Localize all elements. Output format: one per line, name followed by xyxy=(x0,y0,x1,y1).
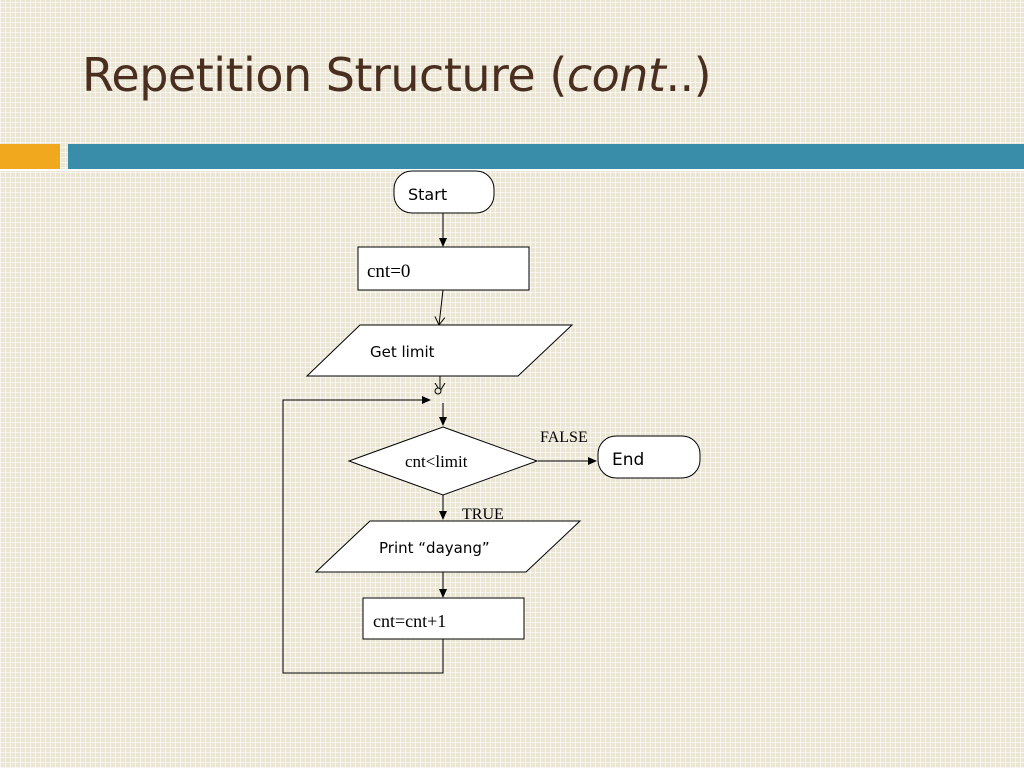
end-terminal xyxy=(597,435,701,479)
start-terminal xyxy=(393,170,495,214)
connectors xyxy=(282,213,597,674)
arrow-init-to-input xyxy=(434,289,446,326)
increment-label: cnt=cnt+1 xyxy=(373,611,446,631)
title-italic: cont xyxy=(566,48,666,102)
accent-bar-orange xyxy=(0,144,60,169)
increment-process xyxy=(362,597,525,640)
end-label: End xyxy=(612,450,644,470)
decision-diamond xyxy=(347,426,539,496)
accent-bar-teal xyxy=(68,144,1024,169)
accent-bar-divider xyxy=(0,169,1024,171)
input-parallelogram xyxy=(305,324,574,377)
title-end: ..) xyxy=(665,48,712,102)
junction-connector xyxy=(434,387,442,395)
title-main: Repetition Structure ( xyxy=(82,48,567,102)
input-label: Get limit xyxy=(370,343,435,361)
output-label: Print “dayang” xyxy=(379,539,490,557)
slide-title: Repetition Structure (cont..) xyxy=(82,48,712,102)
init-process xyxy=(357,246,530,291)
output-parallelogram xyxy=(314,520,582,573)
false-label: FALSE xyxy=(540,429,588,446)
true-label: TRUE xyxy=(462,506,504,523)
init-label: cnt=0 xyxy=(367,261,410,282)
decision-label: cnt<limit xyxy=(405,452,468,471)
loop-back-line xyxy=(282,396,444,674)
start-label: Start xyxy=(408,185,447,204)
